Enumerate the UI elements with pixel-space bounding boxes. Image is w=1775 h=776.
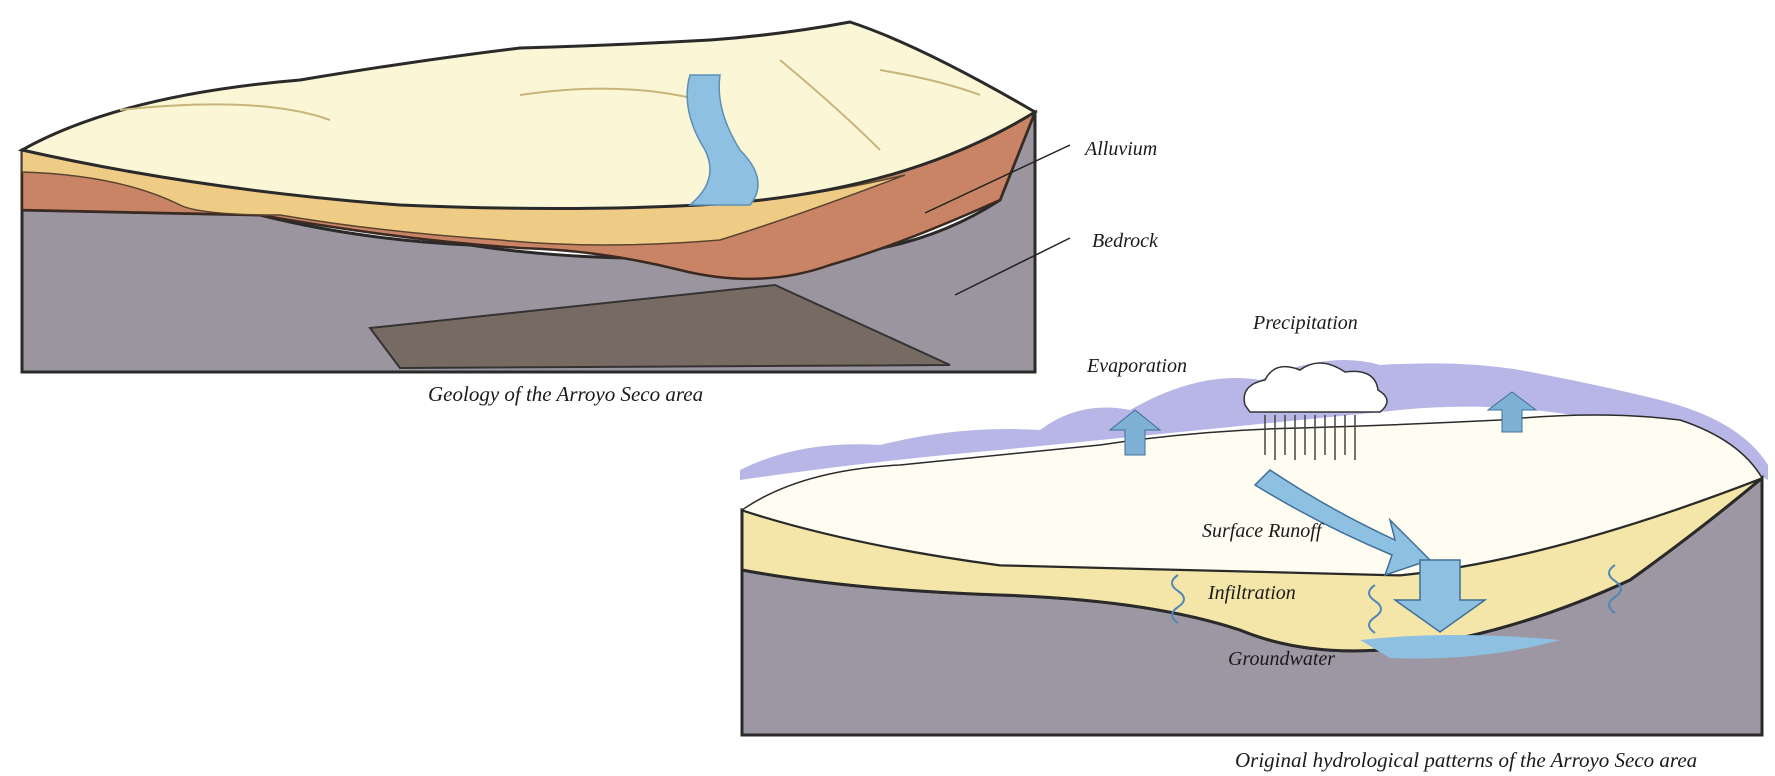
hydrology-caption: Original hydrological patterns of the Ar… [1235, 748, 1697, 773]
precipitation-label: Precipitation [1253, 312, 1358, 335]
evaporation-label: Evaporation [1087, 355, 1187, 378]
surface-runoff-label: Surface Runoff [1202, 520, 1321, 543]
geology-diagram [22, 22, 1070, 372]
infiltration-label: Infiltration [1208, 582, 1296, 605]
bedrock-label: Bedrock [1092, 230, 1158, 253]
groundwater-label: Groundwater [1228, 648, 1335, 671]
geology-caption: Geology of the Arroyo Seco area [428, 382, 703, 407]
alluvium-label: Alluvium [1085, 138, 1157, 161]
hydrology-diagram [740, 360, 1768, 735]
